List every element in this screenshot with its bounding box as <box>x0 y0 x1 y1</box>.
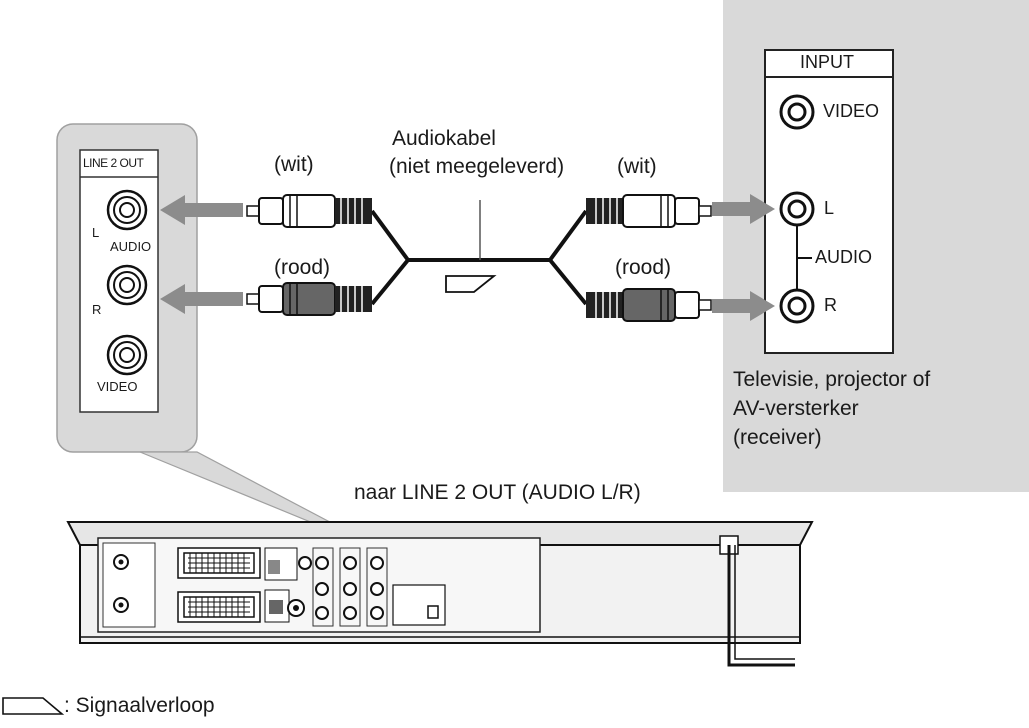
arrow-to-tv-l <box>712 194 775 224</box>
tv-r-label: R <box>824 295 837 315</box>
tv-input-label: INPUT <box>800 52 854 72</box>
red-left-label: (rood) <box>274 256 331 279</box>
dvd-recorder-rear <box>66 521 814 667</box>
plug-right-white <box>586 194 712 228</box>
dvd-audio-label: AUDIO <box>110 239 152 254</box>
tv-device-line3: (receiver) <box>733 426 822 449</box>
arrow-to-dvd-r <box>160 284 243 314</box>
cable-wires <box>370 209 588 306</box>
arrow-to-dvd-l <box>160 195 243 225</box>
white-right-label: (wit) <box>617 155 657 178</box>
plug-left-red <box>246 282 372 316</box>
tv-video-label: VIDEO <box>823 101 880 121</box>
plug-right-red <box>586 288 712 322</box>
plug-left-white <box>246 194 372 228</box>
dvd-video-label: VIDEO <box>97 379 138 394</box>
legend-signal-flow-label: : Signaalverloop <box>64 694 215 717</box>
tv-audio-bracket <box>796 226 812 291</box>
tv-audio-l-jack <box>779 191 815 227</box>
zoom-callout-wedge <box>139 451 346 531</box>
dvd-line2out-label: LINE 2 OUT <box>83 156 144 170</box>
connection-label: naar LINE 2 OUT (AUDIO L/R) <box>354 481 641 504</box>
tv-video-jack <box>779 94 815 130</box>
cable-title-line2: (niet meegeleverd) <box>389 155 565 178</box>
tv-audio-r-jack <box>779 288 815 324</box>
tv-device-line2: AV-versterker <box>733 397 859 420</box>
dvd-audio-l-jack <box>106 189 148 231</box>
white-left-label: (wit) <box>274 153 314 176</box>
legend-arrow-icon <box>2 697 65 715</box>
tv-l-label: L <box>824 198 835 218</box>
tv-device-line1: Televisie, projector of <box>733 368 931 391</box>
signal-flow-arrow <box>445 275 497 293</box>
red-right-label: (rood) <box>615 256 672 279</box>
dvd-l-label: L <box>92 225 100 240</box>
dvd-video-jack <box>106 334 148 376</box>
dvd-r-label: R <box>92 302 102 317</box>
tv-audio-label: AUDIO <box>815 247 873 267</box>
cable-title-line1: Audiokabel <box>392 127 496 150</box>
dvd-audio-r-jack <box>106 264 148 306</box>
arrow-to-tv-r <box>712 291 775 321</box>
